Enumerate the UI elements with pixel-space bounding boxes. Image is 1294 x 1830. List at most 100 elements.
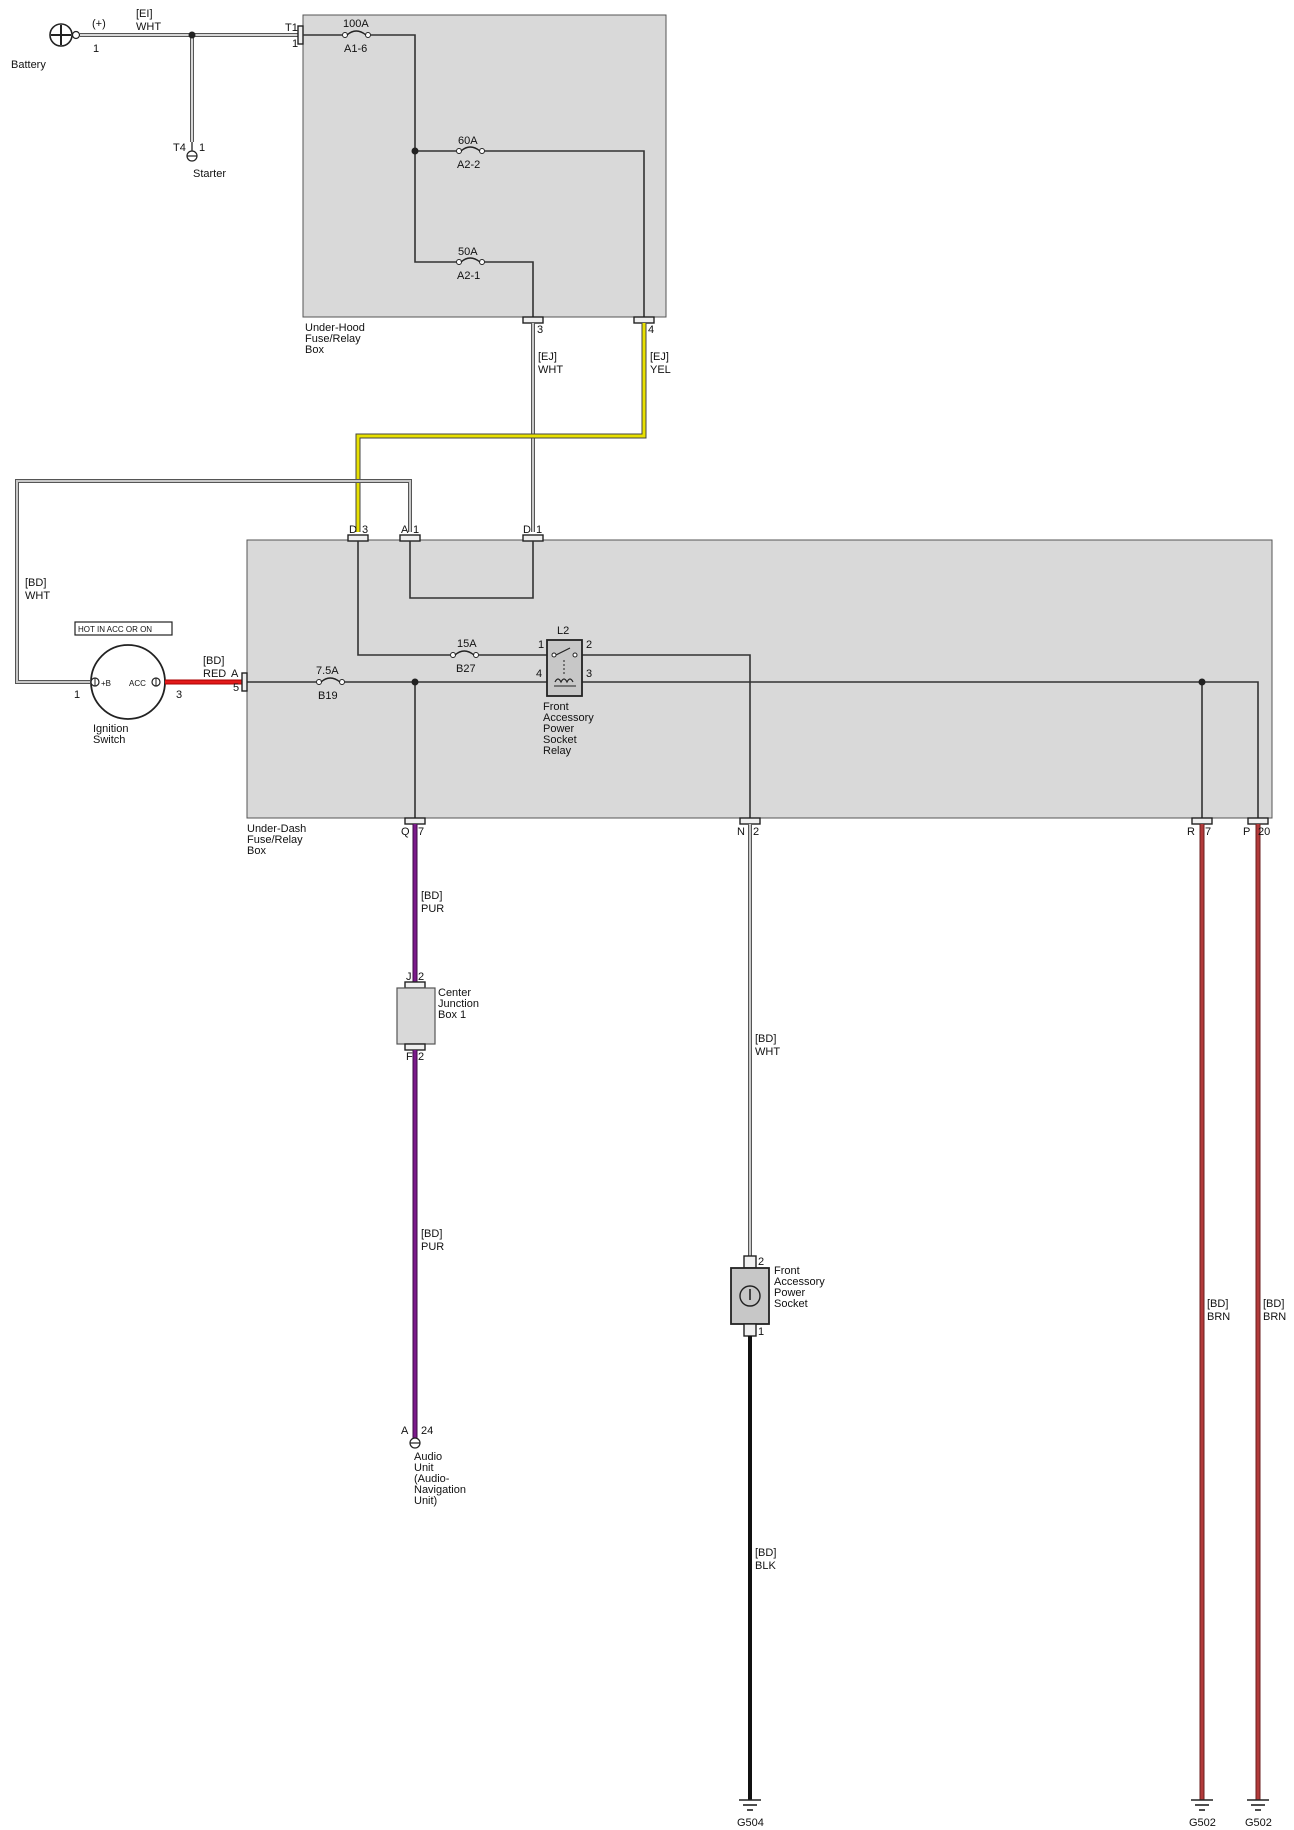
conn-j2-letter: J: [406, 971, 412, 983]
internal-wire: [582, 681, 1259, 818]
socket-label-2: Accessory: [774, 1276, 825, 1288]
relay-pin-3: 3: [586, 668, 592, 680]
wire-hood-wht-color: WHT: [538, 364, 563, 376]
audio-label-3: (Audio-: [414, 1473, 450, 1485]
hood-out4-pin: 4: [648, 324, 654, 336]
battery-polarity: (+): [92, 18, 106, 30]
audio-conn-pin: 24: [421, 1425, 433, 1437]
fuse-a1-6-id: A1-6: [344, 43, 367, 55]
wire-red-harness: [BD]: [203, 655, 224, 667]
under-hood-fuse-relay-box: [302, 14, 667, 318]
terminal-b-label: +B: [101, 679, 111, 688]
conn-a1-pin: 1: [413, 524, 419, 536]
hood-box-label-1: Under-Hood: [305, 322, 365, 334]
t1-connector: [297, 25, 304, 45]
ground-g502-label-b: G502: [1245, 1817, 1272, 1829]
conn-n2-pin: 2: [753, 826, 759, 838]
hot-in-acc-text: HOT IN ACC OR ON: [78, 625, 152, 634]
connector-a5: [241, 672, 248, 692]
connector-f2: [404, 1043, 426, 1051]
fuse-b19-amp: 7.5A: [316, 665, 339, 677]
fuse-b19-symbol: [316, 677, 345, 685]
conn-r7-pin: 7: [1205, 826, 1211, 838]
fuse-b27-symbol: [450, 650, 479, 658]
dash-box-label-3: Box: [247, 845, 266, 857]
fuse-a2-2-id: A2-2: [457, 159, 480, 171]
conn-n2-letter: N: [737, 826, 745, 838]
battery-label: Battery: [11, 59, 46, 71]
connector-n2: [739, 817, 761, 825]
wire-pur2-harness: [BD]: [421, 1228, 442, 1240]
conn-d1-letter: D: [523, 524, 531, 536]
battery-wire-color: WHT: [136, 21, 161, 33]
splice-dot: [411, 147, 419, 155]
wire-pur2-color: PUR: [421, 1241, 444, 1253]
hood-box-label-3: Box: [305, 344, 324, 356]
fuse-a2-1-amp: 50A: [458, 246, 478, 258]
fuse-b27-id: B27: [456, 663, 476, 675]
splice-dot: [411, 678, 419, 686]
wire-pur1-color: PUR: [421, 903, 444, 915]
under-dash-fuse-relay-box: [246, 539, 1273, 819]
hood-connector-3: [522, 316, 544, 324]
ignition-switch-symbol: [90, 644, 166, 720]
ground-g504-label: G504: [737, 1817, 764, 1829]
conn-f2-pin: 2: [418, 1051, 424, 1063]
dash-box-label-1: Under-Dash: [247, 823, 306, 835]
audio-label-1: Audio: [414, 1451, 442, 1463]
internal-wire: [409, 541, 534, 599]
conn-j2-pin: 2: [418, 971, 424, 983]
internal-wire: [357, 541, 450, 656]
relay-label-5: Relay: [543, 745, 572, 757]
ignition-label-2: Switch: [93, 734, 125, 746]
wire-hood-yel-color: YEL: [650, 364, 671, 376]
relay-label-1: Front: [543, 701, 569, 713]
ignition-pin-3: 3: [176, 689, 182, 701]
fuse-a2-2-symbol: [456, 146, 485, 154]
relay-pin-1: 1: [538, 639, 544, 651]
hood-connector-4: [633, 316, 655, 324]
ground-icon: [739, 1799, 761, 1811]
fuse-a2-1-symbol: [456, 257, 485, 265]
relay-l2-symbol: [546, 639, 583, 697]
battery-symbol: [49, 23, 81, 47]
splice-dot: [1198, 678, 1206, 686]
wire-blk-harness: [BD]: [755, 1547, 776, 1559]
cjb-label-3: Box 1: [438, 1009, 466, 1021]
wire-blk-color: BLK: [755, 1560, 776, 1572]
wire-ign-wht-harness: [BD]: [25, 577, 46, 589]
ground-icon: [1247, 1799, 1269, 1811]
dash-box-label-2: Fuse/Relay: [247, 834, 303, 846]
conn-q7-pin: 7: [418, 826, 424, 838]
wire-socket-wht-harness: [BD]: [755, 1033, 776, 1045]
audio-label-2: Unit: [414, 1462, 434, 1474]
conn-r7-letter: R: [1187, 826, 1195, 838]
conn-f2-letter: F: [406, 1051, 413, 1063]
conn-q7-letter: Q: [401, 826, 410, 838]
connector-q7: [404, 817, 426, 825]
conn-a5-letter: A: [231, 668, 239, 680]
cjb-label-1: Center: [438, 987, 471, 999]
starter-connector: T4: [173, 142, 186, 154]
wire-hood-yel-harness: [EJ]: [650, 351, 669, 363]
wire-hood-wht-harness: [EJ]: [538, 351, 557, 363]
conn-d3-pin: 3: [362, 524, 368, 536]
conn-d1-pin: 1: [536, 524, 542, 536]
audio-label-4: Navigation: [414, 1484, 466, 1496]
socket-label-4: Socket: [774, 1298, 808, 1310]
wire-ej-yel: [355, 323, 647, 532]
battery-wire-wht: [80, 33, 298, 142]
relay-label-2: Accessory: [543, 712, 594, 724]
hood-out3-pin: 3: [537, 324, 543, 336]
internal-wire: [485, 261, 534, 317]
wire-red-color: RED: [203, 668, 226, 680]
relay-pin-2: 2: [586, 639, 592, 651]
ground-icon: [1191, 1799, 1213, 1811]
battery-pin: 1: [93, 43, 99, 55]
relay-pin-4: 4: [536, 668, 542, 680]
audio-conn-letter: A: [401, 1425, 409, 1437]
wire-brn1-harness: [BD]: [1207, 1298, 1228, 1310]
center-junction-box-1: [396, 987, 436, 1045]
conn-p20-letter: P: [1243, 826, 1250, 838]
